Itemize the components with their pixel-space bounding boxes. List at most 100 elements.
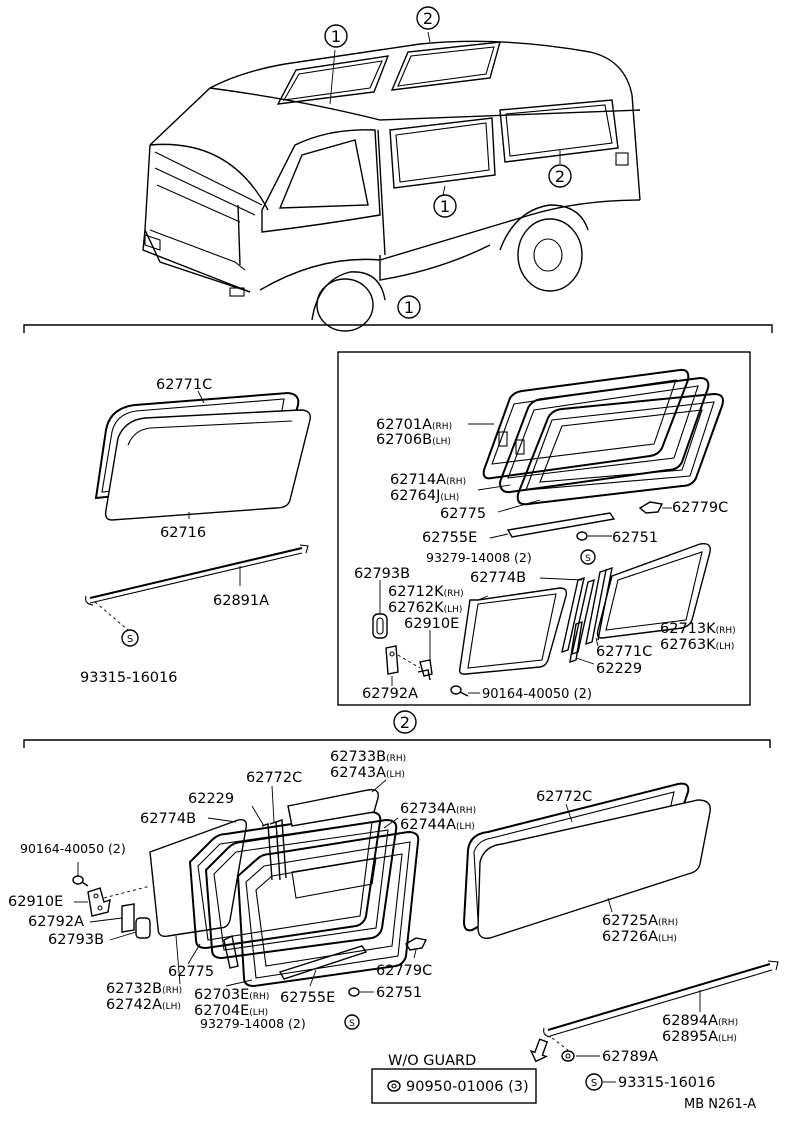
screw-symbol-c: S: [344, 1014, 360, 1030]
slide-glass-62713k: [596, 542, 711, 639]
leader-62793b-b: [109, 931, 137, 941]
label-62716: 62716: [160, 525, 206, 541]
label-62775-b: 62775: [168, 964, 214, 980]
label-62703e: 62703E(RH): [194, 987, 269, 1003]
label-62894a: 62894A(RH): [662, 1013, 738, 1029]
section-2-bracket: 2: [23, 710, 771, 748]
label-62772c-b: 62772C: [536, 789, 592, 805]
label-62910e-b: 62910E: [8, 894, 63, 910]
latch-62910e-b: [87, 887, 111, 917]
label-62793b-a: 62793B: [354, 566, 410, 582]
label-62789a: 62789A: [602, 1049, 658, 1065]
label-62779c-b: 62779C: [376, 963, 432, 979]
screw-symbol-d: S: [585, 1073, 603, 1091]
slide-window-assembly-2: [149, 788, 420, 988]
part-labels: 62771C 62716 62891A 93315-16016 62701A(R…: [8, 377, 756, 1112]
label-ref-code: MB N261-A: [684, 1097, 756, 1112]
van-illustration: [142, 31, 641, 332]
label-90164-a: 90164-40050 (2): [482, 687, 592, 702]
label-62713k: 62713K(RH): [660, 621, 736, 637]
section-1-detail-box: [337, 351, 751, 706]
screw-symbol-a: S: [121, 629, 139, 647]
svg-text:1: 1: [404, 298, 414, 317]
leader-62229-b: [251, 805, 265, 827]
label-62229-a: 62229: [596, 661, 642, 677]
label-62755e-a: 62755E: [422, 530, 477, 546]
callout-1-roof: 1: [324, 24, 348, 48]
strip-62229-a: [569, 620, 583, 664]
arrow-indicator: [529, 1038, 549, 1063]
label-62734a: 62734A(RH): [400, 801, 476, 817]
leader-62792a-b: [89, 917, 123, 923]
svg-text:S: S: [591, 1078, 597, 1089]
label-93315-16016-b: 93315-16016: [618, 1075, 716, 1091]
latch-62793b-b: [135, 917, 151, 939]
clip-62779c-a: [638, 501, 664, 514]
molding-62894a: [543, 960, 779, 1038]
nut-62751-a: [576, 531, 588, 541]
label-62229-b: 62229: [188, 791, 234, 807]
label-62712k: 62712K(RH): [388, 584, 464, 600]
leader-62771c: [197, 390, 205, 404]
latch-62792a-b: [121, 903, 135, 933]
wo-guard-box: [371, 1068, 537, 1104]
label-93279-a: 93279-14008 (2): [426, 550, 532, 565]
roof-glass-assembly-1: [94, 391, 311, 521]
callout-2-side: 2: [548, 164, 572, 188]
label-62891a: 62891A: [213, 593, 269, 609]
label-90950: 90950-01006 (3): [406, 1079, 529, 1095]
label-62742a: 62742A(LH): [106, 997, 181, 1013]
leader-62772c-b: [565, 803, 573, 823]
label-62793b-b: 62793B: [48, 932, 104, 948]
clip-62779c-b: [405, 937, 428, 951]
leader-62732b: [175, 935, 181, 985]
window-frames-62701a: [482, 368, 724, 506]
nut-62789a: [561, 1050, 575, 1062]
section-1-bracket: 1: [23, 295, 773, 333]
molding-62891a: [85, 544, 309, 606]
leader-62775-a: [497, 499, 541, 513]
callout-1-side: 1: [433, 194, 457, 218]
svg-text:2: 2: [400, 713, 410, 732]
leader-62229-a: [575, 657, 595, 665]
leader-62725a: [607, 897, 613, 913]
label-62751-b: 62751: [376, 985, 422, 1001]
label-62725a: 62725A(RH): [602, 913, 678, 929]
leader-62772c-a: [271, 785, 275, 823]
leader-62775-b: [187, 943, 201, 965]
leader-62771c-b: [595, 637, 599, 647]
label-62726a: 62726A(LH): [602, 929, 677, 945]
leader-62774b-b: [207, 817, 237, 823]
label-wo-guard: W/O GUARD: [388, 1053, 476, 1069]
label-62706b: 62706B(LH): [376, 432, 451, 448]
label-62792a-b: 62792A: [28, 914, 84, 930]
label-62910e-a: 62910E: [404, 616, 459, 632]
channel-62774b: [561, 576, 595, 656]
bolt-90164-a: [450, 685, 469, 697]
leader-62714a: [477, 484, 511, 491]
label-62792a-a: 62792A: [362, 686, 418, 702]
leader-62755e-a: [489, 533, 509, 539]
label-62733b: 62733B(RH): [330, 749, 406, 765]
label-62732b: 62732B(RH): [106, 981, 182, 997]
label-93279-b: 93279-14008 (2): [200, 1016, 306, 1031]
svg-text:S: S: [349, 1019, 355, 1029]
svg-text:S: S: [585, 554, 591, 564]
label-62772c-a: 62772C: [246, 770, 302, 786]
dash-latch-b: [103, 885, 151, 899]
callout-2-roof: 2: [416, 6, 440, 30]
screw-symbol-b: S: [580, 549, 596, 565]
label-62764j: 62764J(LH): [390, 488, 459, 504]
label-62743a: 62743A(LH): [330, 765, 405, 781]
latch-62910e-a: [417, 659, 433, 681]
strip-62755e-b: [278, 945, 368, 980]
dash-latch-a: [397, 654, 421, 669]
label-90164-b: 90164-40050 (2): [20, 841, 126, 856]
svg-text:S: S: [127, 634, 133, 645]
strip-62755e-a: [506, 512, 616, 538]
leader-62779c-b: [413, 949, 417, 959]
label-62771c-b: 62771C: [596, 644, 652, 660]
svg-text:1: 1: [331, 27, 341, 46]
label-62763k: 62763K(LH): [660, 637, 734, 653]
